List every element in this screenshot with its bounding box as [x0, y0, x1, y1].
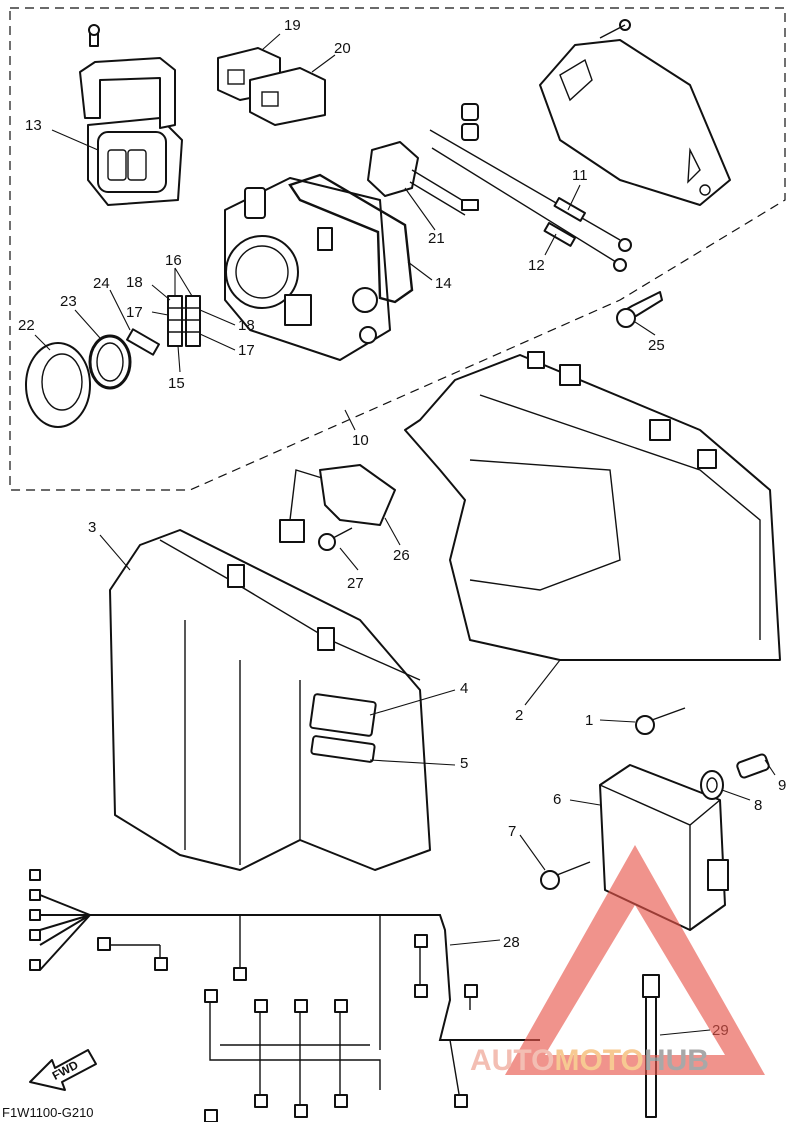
watermark-auto: AUTO: [470, 1044, 554, 1077]
part-23-oring: [88, 334, 132, 390]
fwd-arrow-icon: FWD: [29, 1049, 97, 1091]
callout: 5: [460, 755, 468, 772]
part-14-seal: [288, 173, 414, 304]
part-7-bolt: [540, 861, 591, 890]
watermark: AUTOMOTOHUB: [470, 845, 765, 1077]
part-26-27-sensor: [279, 464, 396, 551]
part-13-cover: [79, 24, 183, 206]
callout: 21: [428, 230, 445, 247]
callout: 28: [503, 934, 520, 951]
part-28-harness: [29, 869, 540, 1122]
callout: 22: [18, 317, 35, 334]
svg-text:AUTOMOTOHUB: AUTOMOTOHUB: [470, 1044, 709, 1077]
callout: 6: [553, 791, 561, 808]
callout: 9: [778, 777, 786, 794]
part-24-plug: [126, 328, 160, 356]
callout: 1: [585, 712, 593, 729]
callout: 3: [88, 519, 96, 536]
callout: 4: [460, 680, 468, 697]
part-5-label: [310, 735, 376, 763]
callout: 10: [352, 432, 369, 449]
callout: 7: [508, 823, 516, 840]
part-19-20-relays: [217, 47, 326, 126]
throttle-body: [224, 177, 391, 361]
part-11-12-cables: [429, 103, 632, 272]
callout: 18: [238, 317, 255, 334]
part-21-sensor: [367, 141, 479, 216]
callout: 12: [528, 257, 545, 274]
callout-leaders: [34, 33, 776, 1036]
callout: 17: [238, 342, 255, 359]
part-8-grommet: [700, 770, 724, 800]
callout: 20: [334, 40, 351, 57]
callout: 23: [60, 293, 77, 310]
callout: 26: [393, 547, 410, 564]
subassembly-boundary: [9, 7, 786, 491]
mounting-plate: [539, 19, 731, 206]
callout: 11: [572, 167, 588, 184]
callout-numbers: 1 2 3 4 5 6 7 8 9 10 11 12 13 14 15 16 1…: [18, 17, 786, 1039]
callout: 13: [25, 117, 42, 134]
callout: 15: [168, 375, 185, 392]
part-1-bolt: [635, 707, 686, 735]
callout: 18: [126, 274, 143, 291]
part-3-cover: [109, 529, 431, 871]
callout: 24: [93, 275, 110, 292]
callout: 14: [435, 275, 452, 292]
callout: 27: [347, 575, 364, 592]
callout: 16: [165, 252, 182, 269]
part-9-collar: [736, 753, 770, 779]
diagram-code: F1W1100-G210: [2, 1105, 94, 1120]
part-4-label: [309, 693, 377, 737]
callout: 25: [648, 337, 665, 354]
watermark-triangle-icon: [505, 845, 765, 1075]
callout: 2: [515, 707, 523, 724]
watermark-hub: HUB: [644, 1044, 709, 1077]
part-15-18-connectors: [167, 295, 201, 347]
callout: 19: [284, 17, 301, 34]
callout: 17: [126, 304, 143, 321]
part-25-bolt: [616, 291, 663, 328]
part-22-cap: [25, 342, 91, 428]
callout: 8: [754, 797, 762, 814]
part-2-housing: [404, 351, 781, 661]
watermark-moto: MOTO: [554, 1044, 643, 1077]
